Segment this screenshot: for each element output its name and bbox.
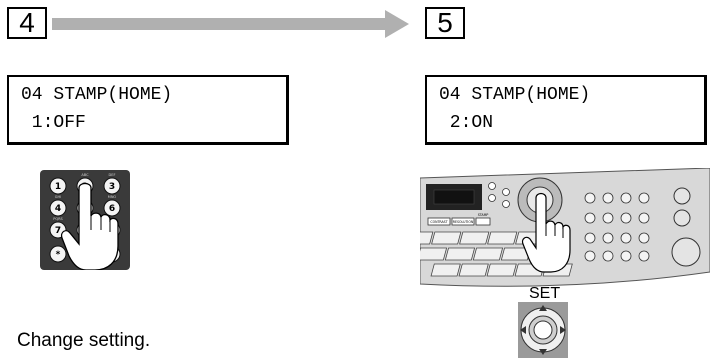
progress-arrow-shaft	[52, 18, 387, 30]
lcd-line-2: 1:OFF	[21, 113, 86, 133]
lcd-display-before: 04 STAMP(HOME) 1:OFF	[7, 75, 289, 145]
left-arrow-icon	[520, 326, 526, 334]
panel-round-button[interactable]	[673, 187, 691, 205]
key-label: 1	[55, 182, 61, 192]
key-sublabel: ABC	[81, 173, 89, 177]
pressing-hand-icon	[60, 182, 119, 270]
key-sublabel: DEF	[109, 173, 116, 177]
panel-round-button[interactable]	[673, 209, 691, 227]
resolution-button-label: RESOLUTION	[453, 220, 474, 224]
key-3-button[interactable]	[103, 177, 121, 195]
contrast-button[interactable]	[427, 217, 451, 226]
key-label: 4	[55, 204, 61, 214]
key-label: *	[56, 250, 61, 260]
stamp-button[interactable]	[475, 217, 491, 226]
start-button[interactable]	[671, 237, 701, 267]
key-1-button[interactable]	[49, 177, 67, 195]
progress-arrow-head	[385, 10, 409, 38]
lcd-line-1: 04 STAMP(HOME)	[21, 85, 173, 105]
up-arrow-icon	[539, 305, 547, 311]
step-number-4: 4	[7, 7, 47, 39]
lcd-display-after: 04 STAMP(HOME) 2:ON	[425, 75, 707, 145]
set-button-caption: SET	[529, 285, 561, 302]
set-button[interactable]	[533, 320, 553, 340]
fax-control-panel-illustration: CONTRAST RESOLUTION STAMP	[420, 168, 710, 287]
right-arrow-icon	[560, 326, 566, 334]
key-label: 6	[109, 204, 115, 214]
instruction-text: Change setting.	[17, 330, 151, 351]
key-sublabel: MNO	[108, 195, 117, 199]
key-sublabel: GHI	[55, 195, 61, 199]
stamp-button-label: STAMP	[478, 213, 489, 217]
down-arrow-icon	[539, 349, 547, 355]
key-label: 3	[109, 182, 115, 192]
panel-number-keys	[584, 192, 650, 262]
key-label: 7	[55, 226, 61, 236]
set-navigation-key-icon	[518, 302, 568, 358]
lcd-line-1: 04 STAMP(HOME)	[439, 85, 591, 105]
lcd-line-2: 2:ON	[439, 113, 494, 133]
numeric-keypad-illustration: 1 2 3 4 5 6 7 8 9 * 0 # ABC DEF GHI MNO …	[40, 170, 130, 270]
contrast-button-label: CONTRAST	[430, 220, 447, 224]
key-4-button[interactable]	[49, 199, 67, 217]
key-6-button[interactable]	[103, 199, 121, 217]
key-star-button[interactable]	[49, 245, 67, 263]
step-number-5: 5	[425, 7, 465, 39]
resolution-button[interactable]	[451, 217, 475, 226]
key-sublabel: PQRS	[53, 217, 63, 221]
